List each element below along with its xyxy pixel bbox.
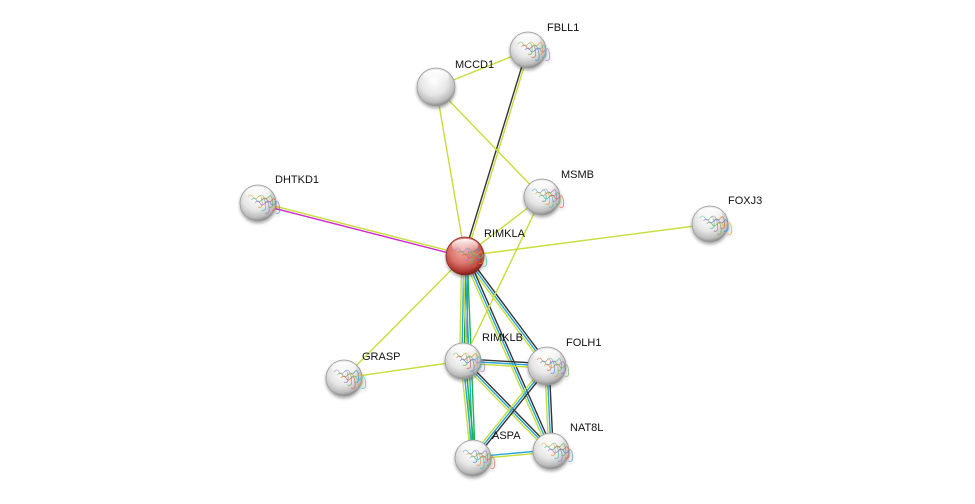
node-highlight [460, 441, 486, 455]
edge-rimkla-foxj3[interactable] [464, 223, 711, 257]
edge-folh1-aspa[interactable] [470, 364, 550, 460]
edge-evidence-textmining [435, 86, 543, 198]
edge-rimkla-folh1[interactable] [462, 254, 550, 368]
node-label-grasp: GRASP [362, 351, 401, 363]
edge-evidence-textmining [435, 86, 466, 257]
node-label-foxj3: FOXJ3 [728, 195, 762, 207]
edge-evidence-databases [464, 255, 548, 367]
node-label-msmb: MSMB [561, 169, 594, 181]
node-label-dhtkd1: DHTKD1 [275, 174, 319, 186]
node-label-folh1: FOLH1 [566, 337, 601, 349]
edge-evidence-textmining [343, 360, 464, 379]
edge-rimkla-nat8l[interactable] [462, 254, 554, 453]
edge-evidence-textmining [465, 50, 530, 257]
edge-evidence-coexpression [463, 49, 528, 256]
edge-msmb-rimklb[interactable] [462, 196, 543, 362]
edge-rimkla-grasp[interactable] [343, 255, 466, 379]
node-highlight [245, 186, 271, 200]
edge-evidence-textmining [258, 201, 466, 256]
node-grasp[interactable] [325, 359, 367, 397]
node-mccd1[interactable] [416, 67, 456, 107]
edge-evidence-textmining [462, 256, 550, 453]
node-highlight [515, 33, 541, 47]
node-rimkla[interactable] [445, 236, 488, 276]
node-highlight [538, 434, 564, 448]
edge-evidence-textmining [470, 364, 546, 458]
node-fbll1[interactable] [509, 31, 551, 69]
edge-evidence-textmining [460, 362, 550, 454]
node-label-nat8l: NAT8L [570, 422, 603, 434]
node-label-mccd1: MCCD1 [455, 59, 494, 71]
edge-evidence-textmining [464, 223, 711, 257]
edge-evidence-experiments [257, 203, 465, 258]
edge-evidence-coexpression [466, 254, 550, 366]
edge-evidence-textmining [462, 256, 546, 368]
node-aspa[interactable] [454, 439, 496, 477]
edge-rimklb-nat8l[interactable] [460, 358, 554, 454]
node-highlight [422, 69, 450, 84]
edge-rimkla-dhtkd1[interactable] [257, 201, 466, 258]
node-highlight [331, 361, 357, 375]
node-label-fbll1: FBLL1 [547, 22, 579, 34]
edge-rimkla-fbll1[interactable] [463, 49, 530, 257]
node-dhtkd1[interactable] [239, 184, 281, 222]
edge-evidence-coexpression [464, 358, 554, 450]
node-label-rimkla: RIMKLA [484, 228, 526, 240]
edge-evidence-textmining [462, 196, 543, 362]
edge-evidence-coexpression [466, 254, 554, 451]
edge-rimkla-mccd1[interactable] [435, 86, 466, 257]
node-highlight [451, 238, 479, 253]
node-rimklb[interactable] [444, 342, 486, 380]
node-highlight [450, 344, 476, 358]
edge-mccd1-msmb[interactable] [435, 86, 543, 198]
edge-evidence-databases [464, 255, 552, 452]
node-foxj3[interactable] [691, 205, 733, 243]
node-highlight [529, 180, 555, 194]
edge-evidence-databases [462, 360, 552, 452]
edge-grasp-rimklb[interactable] [343, 360, 464, 379]
node-folh1[interactable] [527, 346, 570, 386]
edge-evidence-databases [472, 365, 548, 459]
node-label-rimklb: RIMKLB [482, 332, 523, 344]
node-msmb[interactable] [523, 178, 565, 216]
edge-evidence-coexpression [474, 366, 550, 460]
node-label-aspa: ASPA [492, 430, 521, 442]
protein-structure-icon [517, 41, 551, 61]
node-highlight [533, 348, 561, 363]
node-highlight [697, 207, 723, 221]
node-nat8l[interactable] [532, 432, 574, 470]
edge-evidence-textmining [343, 255, 466, 379]
